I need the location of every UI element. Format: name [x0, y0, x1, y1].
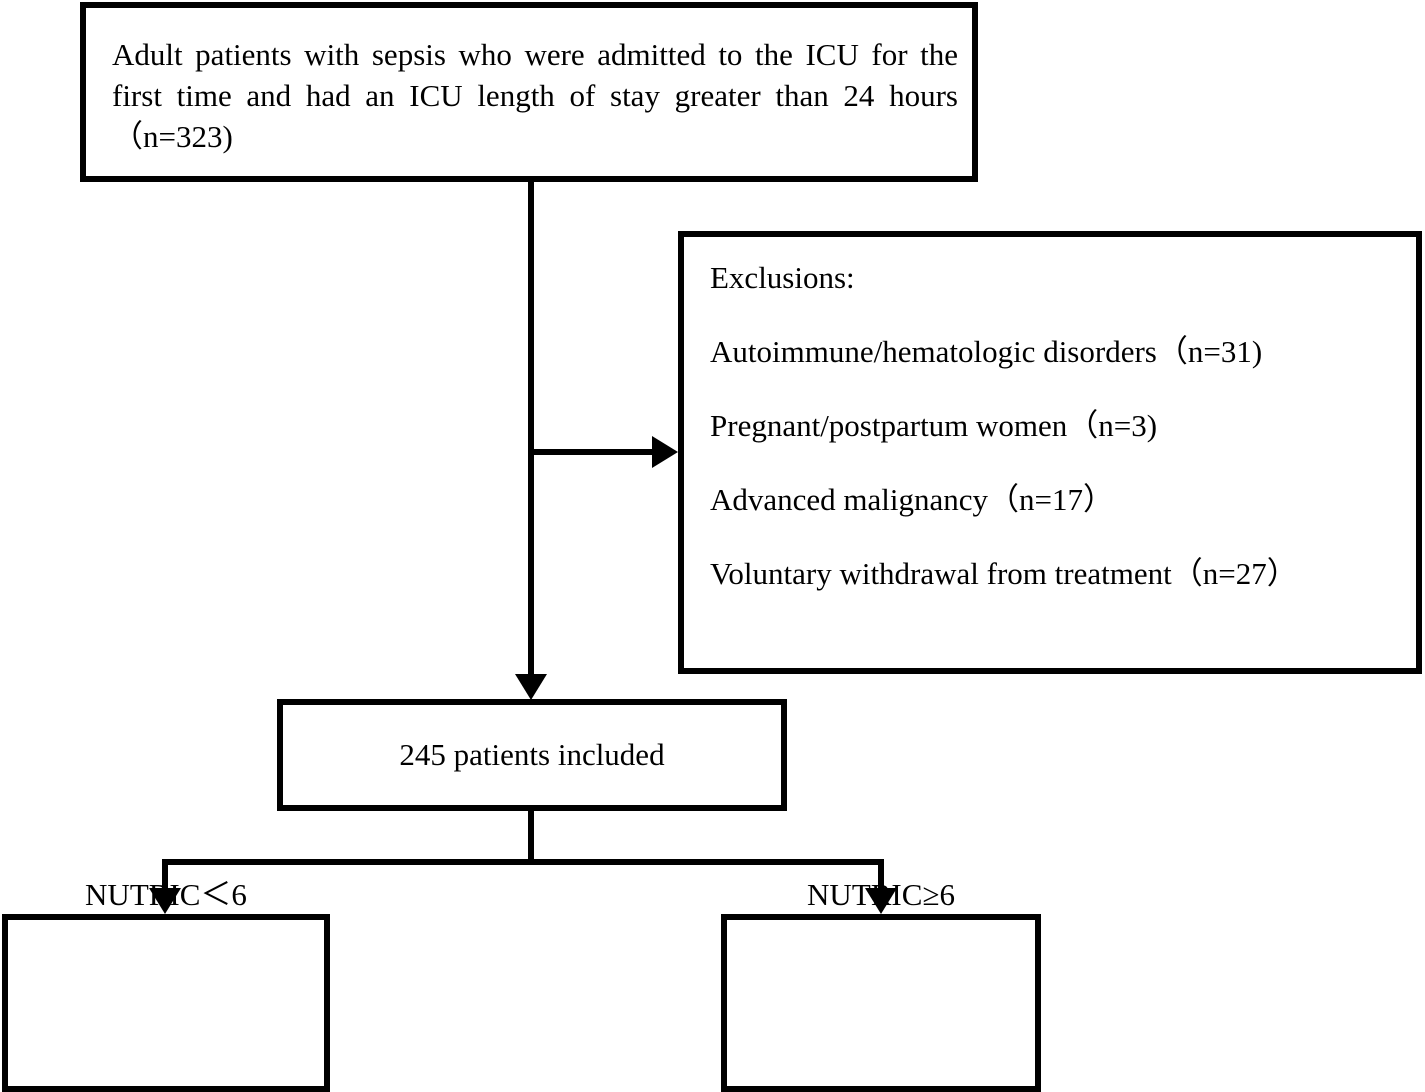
exclusions-list: Exclusions: Autoimmune/hematologic disor… — [710, 259, 1402, 593]
node-exclusions: Exclusions: Autoimmune/hematologic disor… — [678, 231, 1422, 674]
group-high-count: (n = 79) — [727, 1075, 1035, 1092]
arrow-down-icon — [515, 674, 547, 700]
exclusions-heading: Exclusions: — [710, 260, 855, 295]
arrow-right-icon — [652, 436, 678, 468]
exclusion-item-malignancy: Advanced malignancy（n=17） — [710, 482, 1115, 517]
arrow-down-icon — [865, 888, 897, 914]
exclusion-item-autoimmune: Autoimmune/hematologic disorders（n=31) — [710, 334, 1263, 369]
connector-enrollment-vertical-upper — [528, 182, 534, 454]
connector-split-vertical — [528, 811, 534, 865]
group-low-label: NUTRIC＜6 — [85, 877, 247, 912]
exclusion-item-withdrawal: Voluntary withdrawal from treatment（n=27… — [710, 556, 1298, 591]
node-enrollment: Adult patients with sepsis who were admi… — [80, 2, 978, 182]
connector-exclusions-horizontal — [528, 449, 656, 455]
connector-group-high-vertical — [878, 859, 884, 891]
node-included: 245 patients included — [277, 699, 787, 811]
arrow-down-icon — [149, 888, 181, 914]
exclusion-item-pregnant: Pregnant/postpartum women（n=3) — [710, 408, 1158, 443]
node-group-nutric-high-text: NUTRIC≥6 (n = 79) — [727, 715, 1035, 1092]
group-high-label: NUTRIC≥6 — [807, 877, 955, 912]
node-included-text: 245 patients included — [399, 737, 665, 772]
node-group-nutric-low-text: NUTRIC＜6 (n = 166) — [8, 715, 324, 1092]
connector-enrollment-vertical-lower — [528, 452, 534, 676]
node-group-nutric-low: NUTRIC＜6 (n = 166) — [2, 877, 330, 1092]
node-group-nutric-high: NUTRIC≥6 (n = 79) — [721, 877, 1041, 1092]
node-enrollment-text: Adult patients with sepsis who were admi… — [112, 37, 966, 154]
connector-group-low-vertical — [162, 859, 168, 891]
connector-split-horizontal — [162, 859, 884, 865]
group-low-count: (n = 166) — [8, 1075, 324, 1092]
